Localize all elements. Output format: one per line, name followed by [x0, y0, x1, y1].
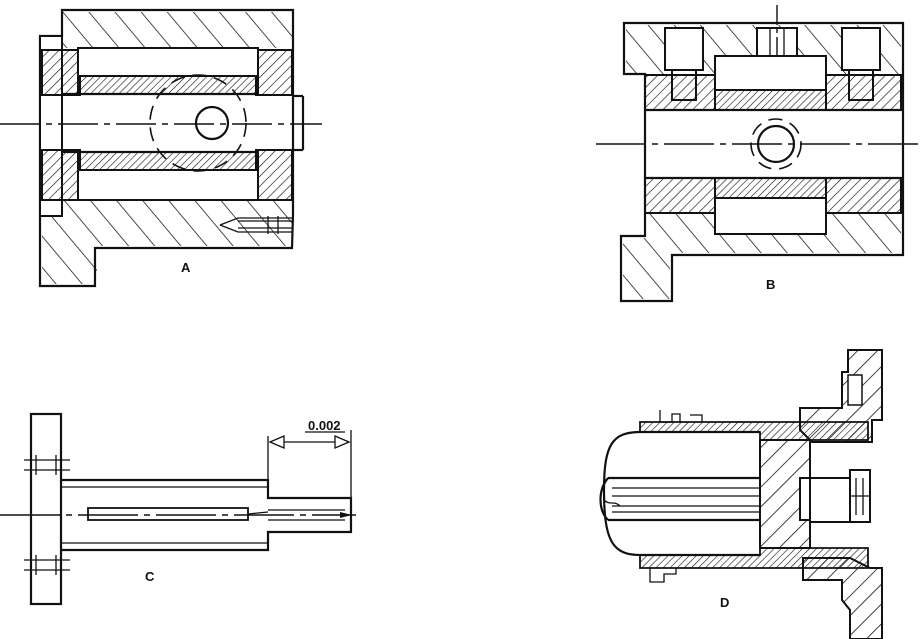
view-a-label: A — [181, 260, 191, 275]
view-c-flange — [29, 412, 63, 606]
view-b-left-lower-bushing — [644, 177, 716, 214]
view-b-bottom-hatch — [623, 213, 901, 299]
view-c: 0.002 C — [0, 412, 356, 606]
view-a-right-upper-bushing — [255, 49, 293, 96]
view-a-dowel-pin — [219, 216, 292, 234]
view-d-sleeve-bottom — [639, 547, 869, 569]
view-c-dimension: 0.002 — [267, 418, 352, 498]
view-c-dimension-text: 0.002 — [308, 418, 341, 433]
view-d-gear-hub — [759, 439, 811, 549]
view-b-right-lower-bushing — [825, 177, 902, 214]
view-b-upper-gear — [714, 89, 827, 111]
view-c-flange-holes — [24, 455, 70, 575]
view-a-lower-gear — [77, 151, 259, 171]
view-c-keyway — [87, 507, 249, 521]
view-b: B — [596, 5, 921, 303]
view-d-shaft — [608, 476, 760, 522]
view-b-left-upper-bushing — [644, 74, 716, 111]
view-d-outer-tube — [602, 430, 641, 557]
view-d-lower-housing — [802, 557, 883, 639]
view-a-pitch-circle — [149, 74, 247, 172]
view-d-seal-left — [649, 410, 703, 583]
view-b-lower-gear — [714, 177, 827, 199]
view-a-left-lower-bushing — [41, 149, 81, 201]
view-a-housing-top-hatch — [62, 12, 292, 48]
view-c-label: C — [145, 569, 155, 584]
view-d-shaft-end — [809, 477, 851, 523]
view-d: D — [599, 349, 883, 639]
view-d-label: D — [720, 595, 729, 610]
view-a-left-upper-bushing — [41, 49, 81, 96]
view-a-housing-bottom-hatch — [42, 200, 292, 284]
view-b-label: B — [766, 277, 775, 292]
view-a-shaft-circle — [194, 105, 230, 141]
view-b-right-upper-bushing — [825, 74, 902, 111]
view-a-upper-gear — [77, 75, 259, 95]
view-a-right-lower-bushing — [255, 149, 293, 201]
view-a: A — [0, 8, 322, 288]
